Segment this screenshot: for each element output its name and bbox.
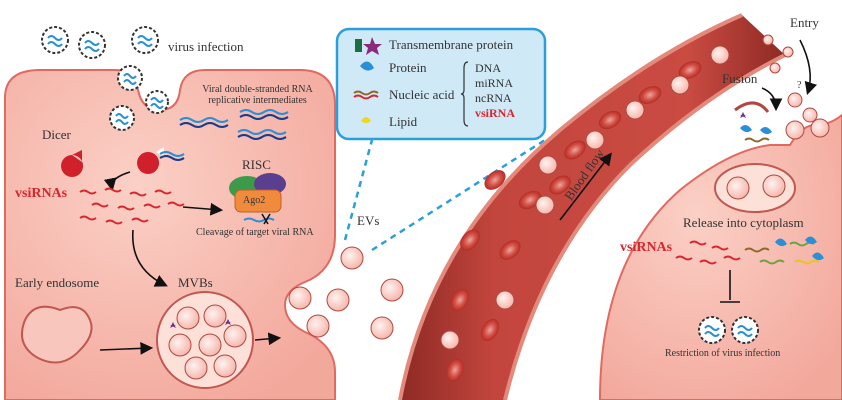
dicer-enzymes bbox=[61, 147, 185, 177]
legend-lipid-text: Lipid bbox=[389, 114, 418, 129]
blood-flow-arrow bbox=[559, 152, 612, 221]
fusion-arrow bbox=[761, 87, 783, 112]
mvb bbox=[156, 291, 254, 389]
arrow-endosome-to-mvb bbox=[99, 341, 154, 355]
legend-type-vsirna: vsiRNA bbox=[475, 106, 516, 120]
label-vsirnas-right: vsiRNAs bbox=[620, 240, 673, 255]
legend-type-dna: DNA bbox=[475, 61, 501, 75]
legend-icons bbox=[353, 37, 469, 127]
label-mvbs: MVBs bbox=[178, 275, 213, 290]
arrow-vsirna-to-risc bbox=[182, 202, 224, 216]
risc-complex bbox=[229, 173, 286, 225]
legend-nucleic-acid: Nucleic acid bbox=[389, 87, 454, 103]
label-viral-dsrna: Viral double-stranded RNA replicative in… bbox=[170, 84, 345, 106]
label-evs: EVs bbox=[357, 213, 380, 228]
label-entry: Entry bbox=[790, 15, 819, 30]
label-cleavage: Cleavage of target viral RNA bbox=[196, 227, 314, 238]
label-ago2: Ago2 bbox=[243, 195, 266, 206]
label-risc: RISC bbox=[242, 157, 271, 172]
vsirna-fragments-right bbox=[675, 240, 741, 265]
virus-particles-outside bbox=[41, 26, 169, 131]
legend-nucleic-acid-text: Nucleic acid bbox=[389, 87, 455, 102]
vessel-wall-right bbox=[503, 53, 786, 400]
label-fusion: Fusion bbox=[722, 71, 758, 86]
label-vsirnas-left: vsiRNAs bbox=[15, 186, 68, 201]
entry-arrow bbox=[799, 39, 818, 96]
legend-protein-text: Protein bbox=[389, 60, 427, 75]
legend-type-mirna: miRNA bbox=[475, 76, 514, 90]
label-restriction: Restriction of virus infection bbox=[665, 348, 781, 359]
red-blood-cells bbox=[446, 61, 702, 382]
entry-evs bbox=[762, 34, 830, 140]
legend-type-ncrna: ncRNA bbox=[475, 91, 512, 105]
legend-connector-right bbox=[371, 138, 546, 252]
label-dicer: Dicer bbox=[42, 127, 71, 142]
viral-dsrna-strands bbox=[179, 109, 289, 140]
label-viral-dsrna-line1: Viral double-stranded RNA bbox=[202, 84, 313, 95]
legend-box bbox=[335, 27, 547, 141]
extracellular-vesicles bbox=[288, 246, 404, 340]
legend-protein: Protein bbox=[389, 60, 427, 76]
legend-nucleic-types: DNA miRNA ncRNA vsiRNA bbox=[475, 61, 515, 121]
early-endosome bbox=[21, 305, 93, 364]
legend-transmembrane: Transmembrane protein bbox=[389, 37, 513, 53]
vsirna-fragments-left bbox=[79, 187, 185, 225]
label-virus-infection: virus infection bbox=[168, 39, 244, 54]
cytoplasm-cargo bbox=[744, 236, 824, 265]
arrow-rna-to-mvb bbox=[132, 229, 168, 287]
legend-transmembrane-text: Transmembrane protein bbox=[389, 37, 514, 52]
restricted-viruses bbox=[698, 316, 759, 344]
fusing-vesicle bbox=[734, 101, 772, 143]
endocytosed-vesicle bbox=[714, 163, 796, 213]
arrow-dicer-to-vsirna bbox=[103, 171, 131, 192]
label-viral-dsrna-line2: replicative intermediates bbox=[208, 95, 307, 106]
legend-lipid: Lipid bbox=[389, 114, 417, 130]
inhibition-symbol bbox=[720, 270, 740, 303]
label-release: Release into cytoplasm bbox=[683, 215, 804, 230]
evs-in-blood bbox=[440, 45, 730, 350]
label-question: ? bbox=[797, 80, 802, 91]
arrow-mvb-to-evs bbox=[254, 332, 282, 346]
vessel-wall-left bbox=[398, 13, 743, 400]
label-early-endosome: Early endosome bbox=[15, 275, 100, 290]
